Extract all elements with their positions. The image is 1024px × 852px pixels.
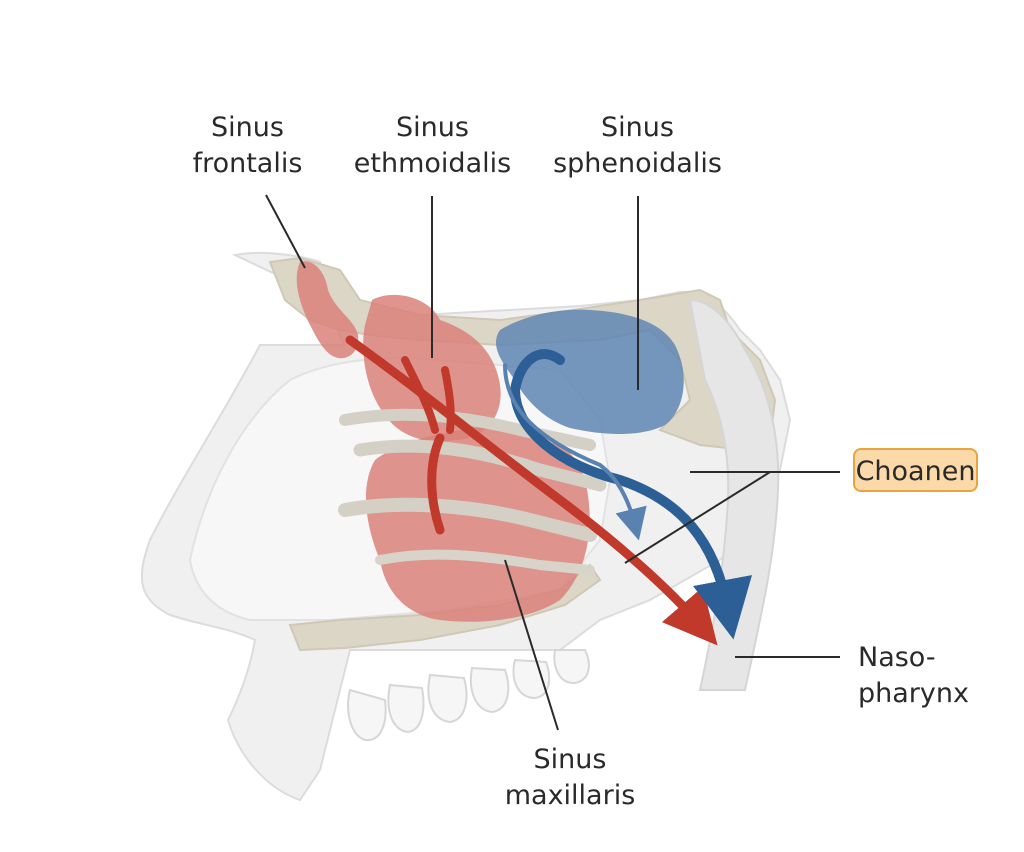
label-sinus-sphenoidalis: Sinus sphenoidalis [545,110,730,182]
red-drainage-arrow-ethmoid-1 [401,356,439,434]
label-nasopharynx-line2: pharynx [858,678,969,709]
label-sinus-maxillaris: Sinus maxillaris [495,742,645,814]
blue-drainage-arrow-main [509,349,753,640]
label-sinus-ethmoidalis-line1: Sinus [396,112,469,143]
blue-drainage-arrow-thin [503,363,647,541]
leader-line-maxillaris [504,559,559,731]
label-sinus-frontalis-line2: frontalis [192,148,303,179]
label-nasopharynx: Naso- pharynx [858,640,1008,712]
label-sinus-sphenoidalis-line2: sphenoidalis [553,148,722,179]
label-sinus-frontalis: Sinus frontalis [175,110,320,182]
label-sinus-ethmoidalis-line2: ethmoidalis [353,148,512,179]
lower-nasal-concha [375,549,595,575]
leader-lines [265,194,840,731]
label-sinus-ethmoidalis: Sinus ethmoidalis [340,110,525,182]
superior-turbinate [339,408,596,451]
leader-line-choanen-lower [624,471,771,564]
inferior-turbinate [338,497,597,542]
label-nasopharynx-line1: Naso- [858,642,936,673]
red-drainage-arrow-maxillary [427,433,445,535]
label-sinus-sphenoidalis-line1: Sinus [601,112,674,143]
label-sinus-maxillaris-line1: Sinus [533,744,607,775]
red-drainage-arrow-ethmoid-2 [441,366,455,434]
sinus-frontalis-shape [296,261,359,359]
label-choanen: Choanen [853,448,978,492]
teeth [347,649,590,742]
leader-line-frontalis [265,194,306,269]
sinus-ethmoidalis-shape [363,294,501,442]
label-sinus-maxillaris-line2: maxillaris [504,780,636,811]
red-drainage-arrow-frontal [345,335,718,646]
middle-turbinate [353,439,607,492]
sinus-sphenoidalis-shape [495,309,684,434]
label-sinus-frontalis-line1: Sinus [211,112,284,143]
hard-palate-bone [288,563,602,652]
